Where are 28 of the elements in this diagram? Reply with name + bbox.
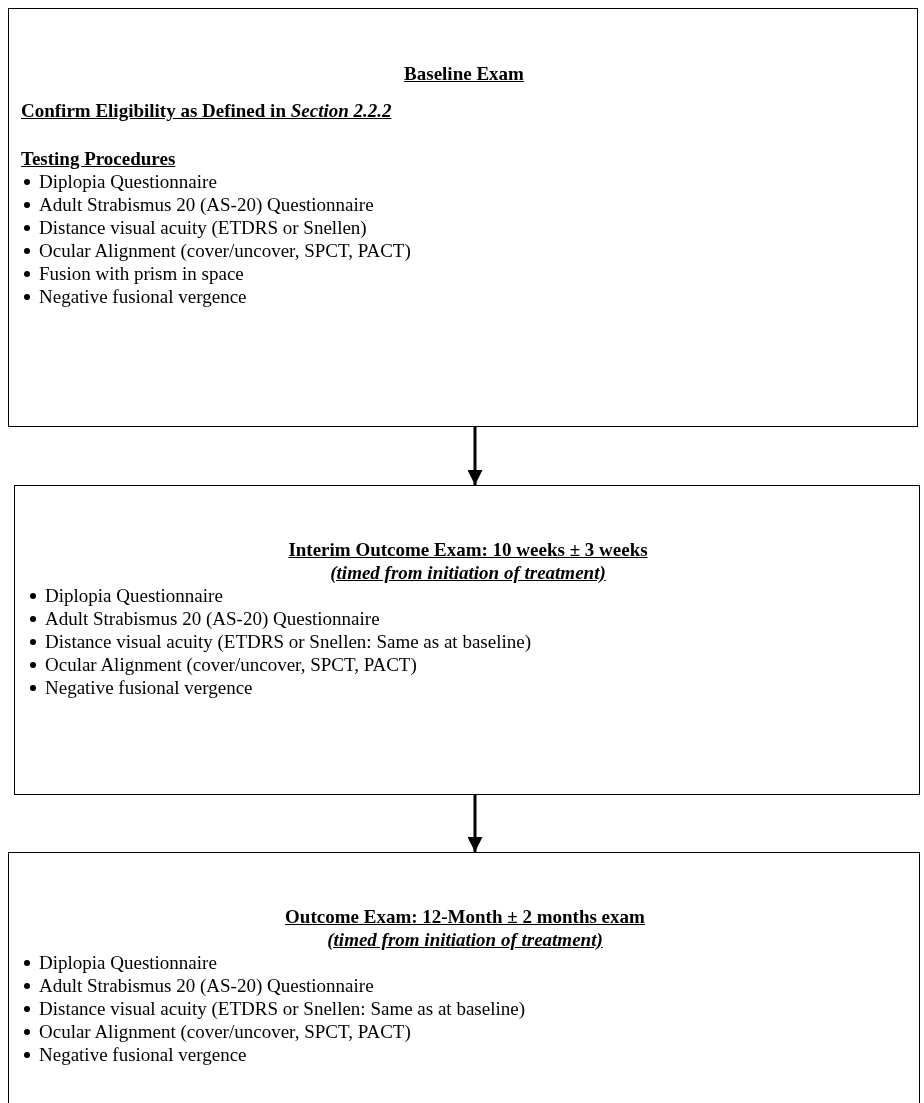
list-item: Adult Strabismus 20 (AS-20) Questionnaire [39,974,374,997]
section-heading: (timed from initiation of treatment) [327,928,603,951]
list-item: Distance visual acuity (ETDRS or Snellen) [39,216,367,239]
section-heading: Baseline Exam [404,62,524,85]
list-item: Distance visual acuity (ETDRS or Snellen: Same as at baseline) [45,630,531,653]
list-item: Diplopia Questionnaire [45,584,223,607]
section-heading: Testing Procedures [21,147,176,170]
list-item: Negative fusional vergence [39,1043,247,1066]
list-item: Diplopia Questionnaire [39,951,217,974]
arrow [467,795,483,852]
process-box [8,8,918,427]
process-box [8,852,920,1103]
list-item: Adult Strabismus 20 (AS-20) Questionnaire [39,193,374,216]
process-box [14,485,920,795]
list-item: Ocular Alignment (cover/uncover, SPCT, PACT) [45,653,417,676]
section-heading: Outcome Exam: 12-Month ± 2 months exam [285,905,645,928]
section-heading: Confirm Eligibility as Defined in Section 2.2.2 [21,99,392,122]
section-heading: Interim Outcome Exam: 10 weeks ± 3 weeks [288,538,648,561]
arrow [467,427,483,485]
list-item: Negative fusional vergence [39,285,247,308]
list-item: Ocular Alignment (cover/uncover, SPCT, PACT) [39,239,411,262]
section-heading: (timed from initiation of treatment) [330,561,606,584]
list-item: Fusion with prism in space [39,262,244,285]
list-item: Distance visual acuity (ETDRS or Snellen: Same as at baseline) [39,997,525,1020]
list-item: Ocular Alignment (cover/uncover, SPCT, PACT) [39,1020,411,1043]
list-item: Adult Strabismus 20 (AS-20) Questionnaire [45,607,380,630]
list-item: Negative fusional vergence [45,676,253,699]
list-item: Diplopia Questionnaire [39,170,217,193]
